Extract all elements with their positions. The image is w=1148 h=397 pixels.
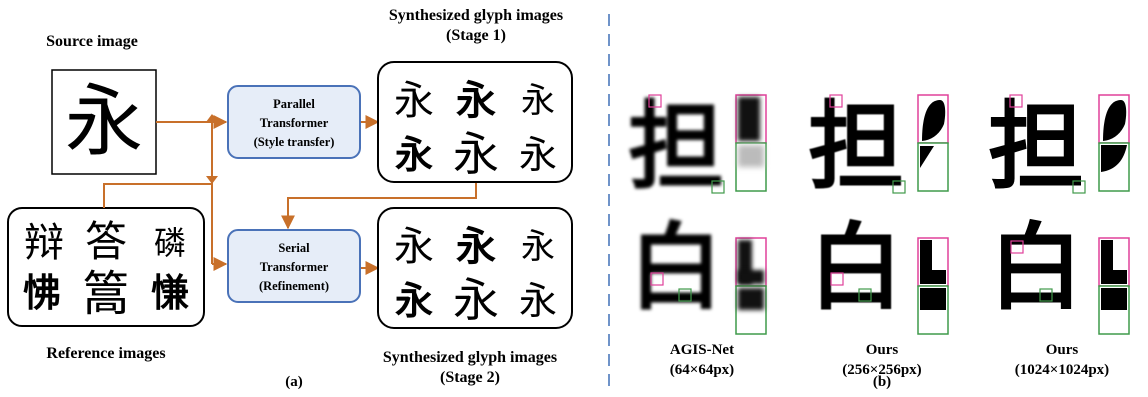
ours256-top-pink-marker [829,94,843,108]
ours1024-label-line1: Ours [1046,342,1079,358]
agis-label-line1: AGIS-Net [670,342,734,358]
ours256-label-line2: (256×256px) [842,362,921,378]
comparison-column-agis: 担 白 AGIS-Net (64×64px) [628,91,767,378]
agis-zoom-top-green-fill [738,145,764,167]
serial-transformer-block [227,229,361,303]
source-image-box [51,69,157,175]
reference-glyph-6: 慊 [151,271,189,315]
source-glyph: 永 [65,77,143,167]
ours256-zoom-bottom-pink-fill2 [920,270,946,284]
agis-label-line2: (64×64px) [670,362,734,378]
ours256-top-green-marker [892,180,906,194]
ours1024-zoom-top-green-fill [1101,145,1127,172]
stage2-glyph-1: 永 [394,224,434,270]
ours1024-zoom-bottom-pink-fill2 [1101,270,1127,284]
stage1-glyph-5: 永 [453,127,499,181]
reference-glyph-1: 辩 [24,220,64,266]
arrow-junction-heads [206,114,218,184]
serial-block-line2: Transformer [260,260,329,274]
stage1-glyph-2: 永 [456,78,496,124]
stage1-title-line1: Synthesized glyph images [389,7,563,24]
stage2-title-line1: Synthesized glyph images [383,349,557,366]
ours256-bottom-green-marker [858,288,872,302]
parallel-block-line2: Transformer [260,116,329,130]
ours1024-bottom-pink-marker [1010,240,1024,254]
ours1024-zoom-bottom-green-fill [1101,288,1127,310]
flow-connectors [103,115,477,275]
stage1-glyph-3: 永 [521,81,555,121]
stage1-glyph-1: 永 [394,78,434,124]
reference-images-box [7,207,205,327]
ours256-bottom-pink-marker [830,272,844,286]
agis-glyph-top: 担 [628,91,724,203]
stage2-title-line2: (Stage 2) [440,369,500,386]
agis-top-pink-marker [648,94,662,108]
ours1024-top-pink-marker [1009,94,1023,108]
ours1024-top-green-marker [1072,180,1086,194]
stage1-title-line2: (Stage 1) [446,27,506,44]
stage2-glyph-5: 永 [453,273,499,327]
ours256-zoom-top-green-fill [920,146,934,168]
junction-head-1 [206,176,218,184]
comparison-column-ours-256: 担 白 Ours (256×256px) [808,91,949,378]
ours1024-bottom-green-marker [1039,288,1053,302]
stage2-glyph-2: 永 [456,224,496,270]
agis-zoom-top-pink-fill [738,97,760,141]
ours256-zoom-top-pink-fill [922,100,946,141]
panel-a-caption: (a) [285,374,303,390]
stage2-glyph-3: 永 [521,227,555,267]
ours256-zoom-bottom-green-fill [920,288,946,310]
stage2-glyph-box [377,207,573,329]
stage2-glyph-4: 永 [395,279,433,323]
stage2-glyph-6: 永 [519,279,557,323]
stage1-glyph-6: 永 [519,133,557,177]
parallel-transformer-block [227,85,361,159]
ours1024-glyph-bottom: 白 [989,214,1083,323]
reference-glyph-4: 怫 [23,271,61,315]
serial-block-line3: (Refinement) [259,279,329,293]
ours1024-glyph-top: 担 [988,91,1084,203]
agis-zoom-bottom-pink-fill2 [738,270,764,284]
agis-zoom-bottom-green-fill [738,288,764,310]
source-image-title: Source image [46,33,138,50]
arrow-stage1-to-serial [281,182,477,230]
serial-block-line1: Serial [278,241,310,255]
agis-bottom-green-marker [678,288,692,302]
ours1024-zoom-top-pink-fill [1103,100,1127,141]
agis-bottom-pink-marker [650,272,664,286]
panel-b-caption: (b) [873,374,891,390]
parallel-block-line3: (Style transfer) [254,135,335,149]
comparison-column-ours-1024: 担 白 Ours (1024×1024px) [988,91,1130,378]
reference-glyph-3: 磷 [154,224,186,262]
agis-glyph-bottom: 白 [629,214,723,323]
ours256-glyph-bottom: 白 [809,214,903,323]
stage1-glyph-box [377,61,573,183]
parallel-block-line1: Parallel [273,97,315,111]
line-reference-to-trunk [103,183,212,208]
stage1-glyph-4: 永 [395,133,433,177]
reference-glyph-2: 答 [85,217,127,266]
agis-top-green-marker [711,180,725,194]
reference-images-title: Reference images [46,345,165,362]
reference-glyph-5: 篙 [82,266,130,322]
ours256-label-line1: Ours [866,342,899,358]
ours256-glyph-top: 担 [808,91,904,203]
junction-head-2 [206,114,218,122]
ours1024-label-line2: (1024×1024px) [1015,362,1109,378]
